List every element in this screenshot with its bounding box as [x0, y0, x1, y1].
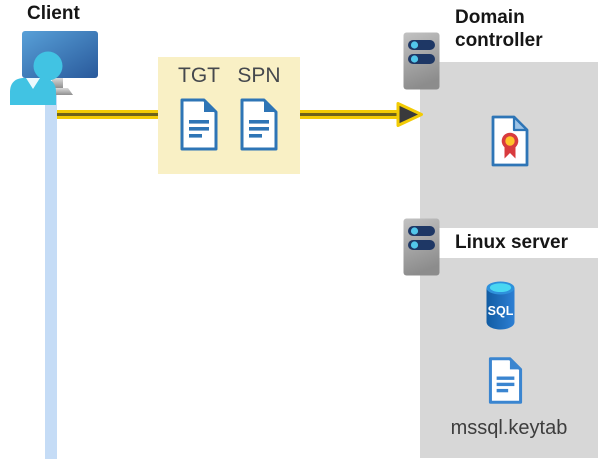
- person-icon: [10, 51, 63, 105]
- client-label: Client: [27, 3, 80, 24]
- domain-controller-label: Domain controller: [455, 7, 543, 51]
- domain-controller-server-icon: [403, 32, 440, 90]
- sql-icon-label: SQL: [488, 304, 514, 318]
- arrowhead-icon: [396, 102, 423, 127]
- spn-label: SPN: [237, 64, 281, 87]
- client-workstation-icon: [10, 31, 98, 105]
- client-lifeline: [45, 93, 57, 459]
- tgt-document-icon: [180, 98, 218, 151]
- sql-database-icon: SQL: [486, 281, 515, 330]
- tgt-label: TGT: [178, 64, 220, 87]
- linux-server-icon: [403, 218, 440, 276]
- keytab-document-icon: [488, 357, 523, 404]
- certificate-icon: [491, 115, 529, 167]
- linux-server-label: Linux server: [455, 232, 568, 253]
- spn-document-icon: [240, 98, 278, 151]
- keytab-filename-label: mssql.keytab: [450, 417, 568, 439]
